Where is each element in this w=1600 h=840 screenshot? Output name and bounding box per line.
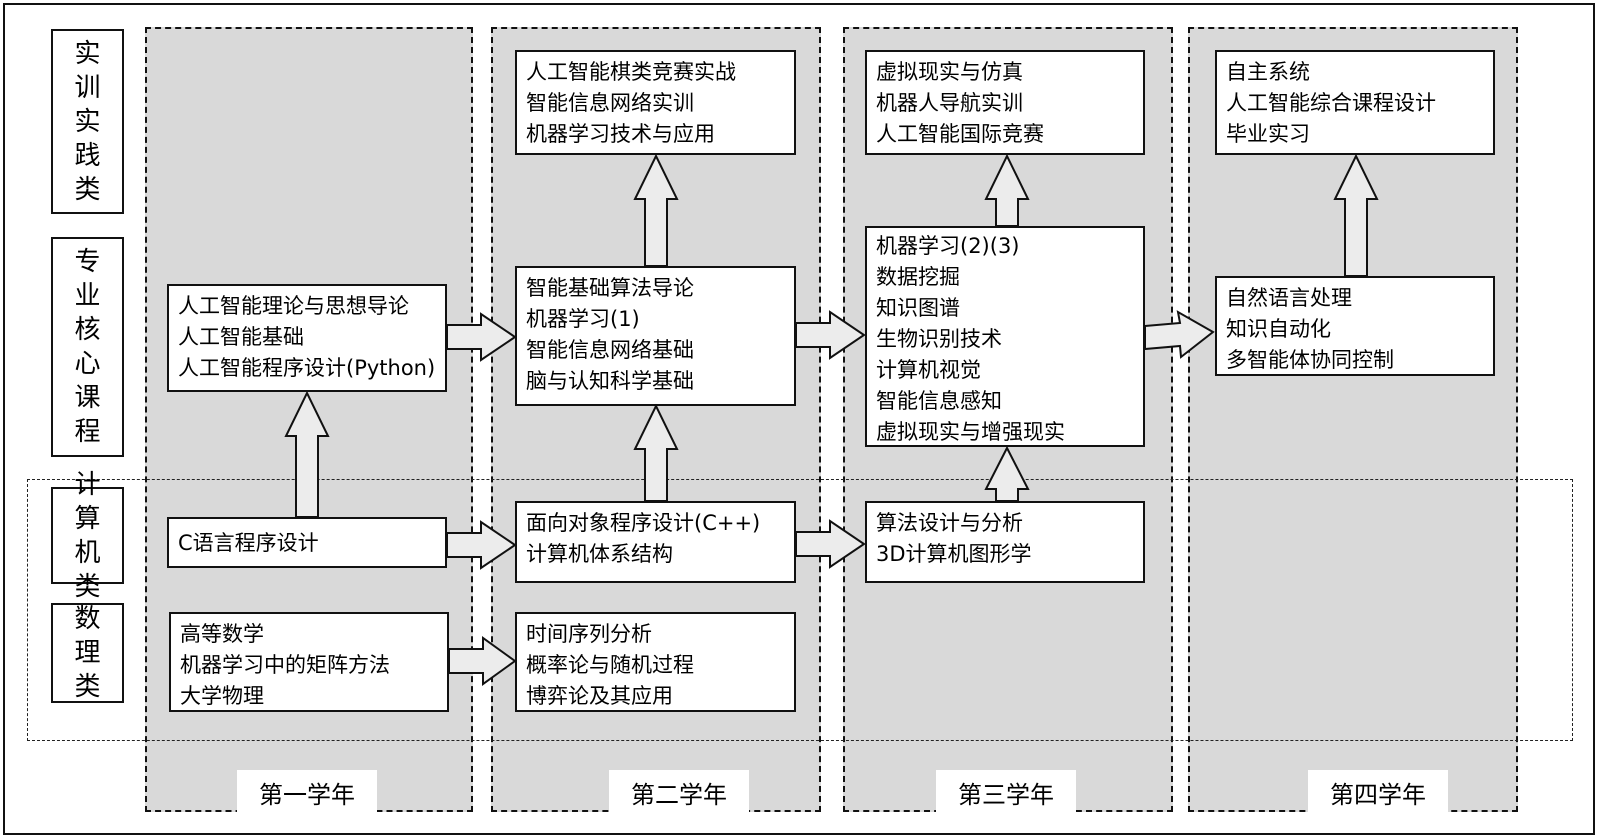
foundation-band [27,479,1573,741]
arrow-up-y4-core [1333,153,1379,277]
year-label-4: 第四学年 [1308,770,1448,814]
course-box-y1-computer: C语言程序设计 [167,517,447,568]
course-item: 3D计算机图形学 [876,542,1032,566]
course-box-y4-core: 自然语言处理 知识自动化 多智能体协同控制 [1215,276,1495,376]
course-item: 人工智能国际竞赛 [876,122,1044,146]
arrow-up-y3-core [984,153,1030,227]
course-item: 智能信息感知 [876,389,1002,413]
arrow-right-y3-core [1144,310,1215,359]
course-box-y3-practice: 虚拟现实与仿真 机器人导航实训 人工智能国际竞赛 [865,50,1145,155]
course-item: 高等数学 [180,622,264,646]
diagram-frame [3,3,1595,835]
course-item: 概率论与随机过程 [526,653,694,677]
category-math: 数理类 [51,603,124,703]
arrow-right-y2-core [795,310,866,360]
course-item: 人工智能基础 [178,325,304,349]
arrow-up-y2-core [633,153,679,267]
course-item: 人工智能综合课程设计 [1226,91,1436,115]
course-item: 多智能体协同控制 [1226,348,1394,372]
arrow-up-y2-computer [633,403,679,502]
year-label-2: 第二学年 [609,770,749,814]
course-item: 知识图谱 [876,296,960,320]
course-item: 知识自动化 [1226,317,1331,341]
course-item: 智能信息网络基础 [526,338,694,362]
year-column-4 [1188,27,1518,812]
arrow-right-y1-core [446,312,517,362]
course-item: 机器学习技术与应用 [526,122,715,146]
course-item: 智能信息网络实训 [526,91,694,115]
course-box-y2-computer: 面向对象程序设计(C++) 计算机体系结构 [515,501,796,583]
category-computer: 计算机类 [51,470,124,602]
course-box-y2-practice: 人工智能棋类竞赛实战 智能信息网络实训 机器学习技术与应用 [515,50,796,155]
course-item: 人工智能棋类竞赛实战 [526,60,736,84]
course-item: 算法设计与分析 [876,511,1023,535]
arrow-right-y1-math [448,636,517,686]
course-item: 博弈论及其应用 [526,684,673,708]
arrow-up-y3-computer [984,445,1030,502]
course-box-y2-math: 时间序列分析 概率论与随机过程 博弈论及其应用 [515,612,796,712]
course-item: 虚拟现实与增强现实 [876,420,1065,444]
course-item: 计算机视觉 [876,358,981,382]
category-practice: 实训实践类 [51,29,124,214]
course-item: 人工智能程序设计(Python) [178,356,436,380]
course-item: 自主系统 [1226,60,1310,84]
course-item: 自然语言处理 [1226,286,1352,310]
course-item: 智能基础算法导论 [526,276,694,300]
arrow-up-y1-computer [284,390,330,518]
year-label-1: 第一学年 [237,770,377,814]
course-item: 机器学习(1) [526,307,640,331]
category-core: 专业核心课程 [51,237,124,457]
course-item: 机器人导航实训 [876,91,1023,115]
arrow-right-y2-computer [795,519,866,569]
course-item: 计算机体系结构 [526,542,673,566]
course-box-y4-practice: 自主系统 人工智能综合课程设计 毕业实习 [1215,50,1495,155]
course-item: 生物识别技术 [876,327,1002,351]
year-label-3: 第三学年 [936,770,1076,814]
course-item: 面向对象程序设计(C++) [526,511,761,535]
course-item: 时间序列分析 [526,622,652,646]
arrow-right-y1-computer [446,520,517,570]
course-box-y3-core: 机器学习(2)(3) 数据挖掘 知识图谱 生物识别技术 计算机视觉 智能信息感知… [865,226,1145,447]
course-item: 机器学习(2)(3) [876,234,1020,258]
course-item: 虚拟现实与仿真 [876,60,1023,84]
course-item: 脑与认知科学基础 [526,369,694,393]
course-item: 数据挖掘 [876,265,960,289]
course-box-y1-math: 高等数学 机器学习中的矩阵方法 大学物理 [169,612,449,712]
course-item: 大学物理 [180,684,264,708]
course-item: 毕业实习 [1226,122,1310,146]
course-item: C语言程序设计 [178,531,319,555]
course-item: 人工智能理论与思想导论 [178,294,409,318]
course-item: 机器学习中的矩阵方法 [180,653,390,677]
